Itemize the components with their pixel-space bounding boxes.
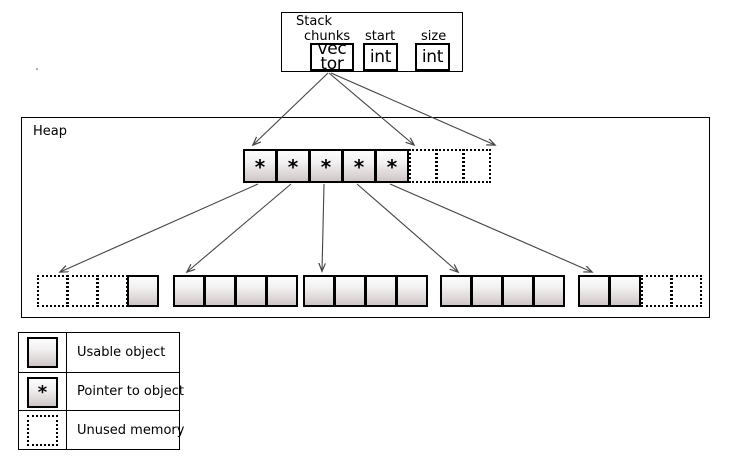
object-group-4-cell-1 <box>471 275 503 307</box>
legend-swatch-usable-object <box>27 337 58 368</box>
object-group-4-cell-3 <box>533 275 565 307</box>
stack-var-label-chunks: chunks <box>304 29 351 44</box>
legend-swatch-cell <box>19 411 67 451</box>
object-group-3-cell-2 <box>365 275 397 307</box>
object-group-3-cell-1 <box>334 275 366 307</box>
object-group-5-cell-3 <box>671 275 702 307</box>
legend-label-pointer-to-object: Pointer to object <box>77 384 184 400</box>
stack-label: Stack <box>296 14 332 29</box>
object-group-2-cell-1 <box>204 275 236 307</box>
object-group-2-cell-2 <box>235 275 267 307</box>
legend-row-usable-object: Usable object <box>19 333 179 373</box>
stack-var-type-start: int <box>369 46 392 67</box>
object-group-4-cell-0 <box>440 275 472 307</box>
pointer-unused-cell-0 <box>409 149 437 183</box>
pointer-glyph: * <box>320 155 332 179</box>
legend-swatch-pointer-to-object: * <box>27 377 58 408</box>
heap-label: Heap <box>33 124 67 139</box>
scan-speck <box>36 68 38 70</box>
pointer-unused-cell-1 <box>436 149 464 183</box>
stack-var-label-start: start <box>365 29 396 44</box>
stack-var-label-size: size <box>421 29 447 44</box>
legend-swatch-unused-memory <box>27 415 58 446</box>
pointer-glyph: * <box>353 155 365 179</box>
pointer-cell-2: * <box>309 149 343 183</box>
pointer-glyph: * <box>386 155 398 179</box>
pointer-cell-0: * <box>243 149 277 183</box>
object-group-2-cell-3 <box>266 275 298 307</box>
object-group-1-cell-2 <box>97 275 128 307</box>
pointer-glyph: * <box>37 381 48 403</box>
legend: Usable object * Pointer to object Unused… <box>18 332 184 451</box>
legend-row-pointer-to-object: * Pointer to object <box>19 372 184 412</box>
pointer-cell-1: * <box>276 149 310 183</box>
object-group-1-cell-1 <box>67 275 98 307</box>
pointer-cell-3: * <box>342 149 376 183</box>
legend-row-unused-memory: Unused memory <box>19 411 184 451</box>
stack-var-type-size: int <box>421 46 444 67</box>
stack-var-type-chunks: vec tor <box>317 43 347 71</box>
pointer-unused-cell-2 <box>463 149 491 183</box>
stack-var-box-start: int <box>363 43 398 71</box>
object-group-5-cell-2 <box>641 275 672 307</box>
stack-var-box-size: int <box>415 43 450 71</box>
legend-label-unused-memory: Unused memory <box>77 423 185 439</box>
object-group-5-cell-1 <box>609 275 641 307</box>
legend-label-usable-object: Usable object <box>77 345 166 361</box>
legend-swatch-cell: * <box>19 373 67 411</box>
object-group-1-cell-0 <box>37 275 68 307</box>
object-group-3-cell-0 <box>303 275 335 307</box>
object-group-5-cell-0 <box>578 275 610 307</box>
pointer-glyph: * <box>254 155 266 179</box>
object-group-3-cell-3 <box>396 275 428 307</box>
pointer-cell-4: * <box>375 149 409 183</box>
object-group-4-cell-2 <box>502 275 534 307</box>
pointer-glyph: * <box>287 155 299 179</box>
legend-swatch-cell <box>19 333 67 373</box>
object-group-1-cell-3 <box>127 275 159 307</box>
stack-var-box-chunks: vec tor <box>310 43 354 71</box>
object-group-2-cell-0 <box>173 275 205 307</box>
